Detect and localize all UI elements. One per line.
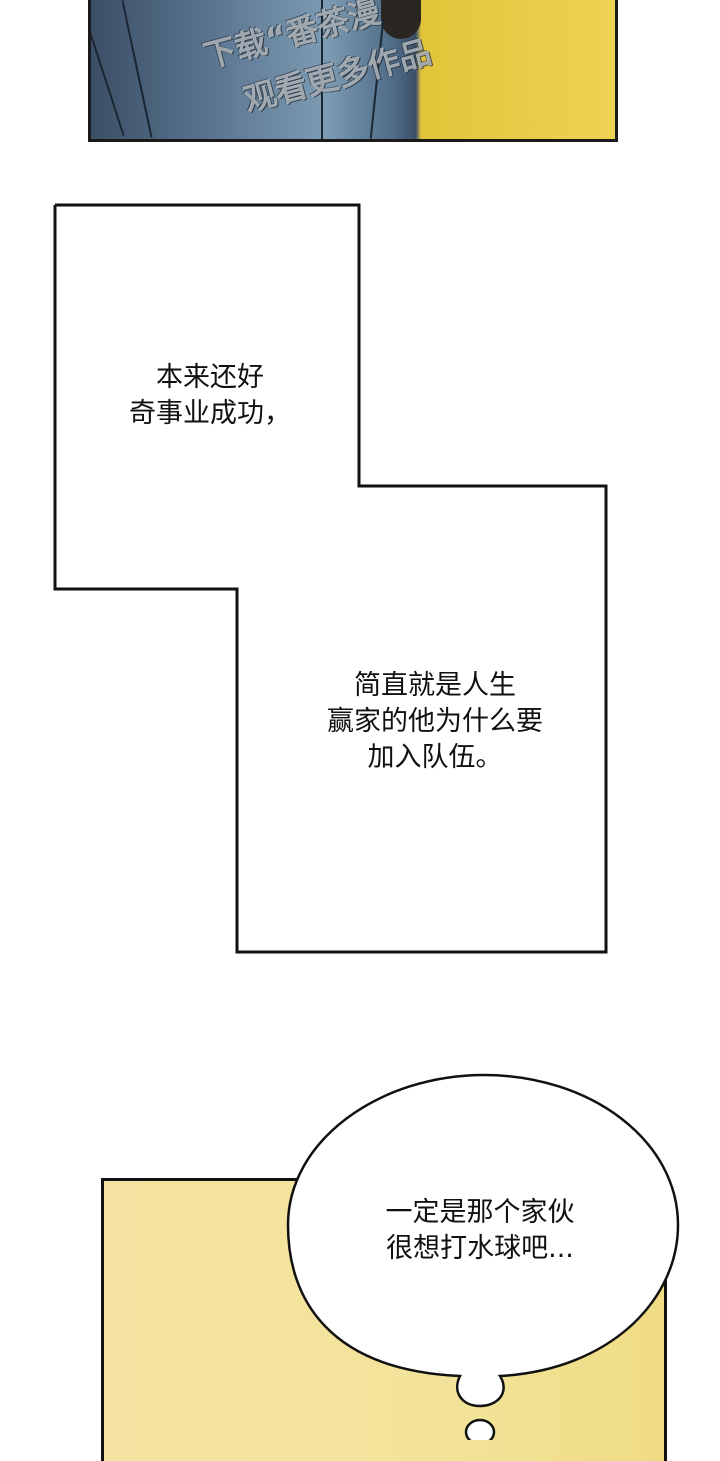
thought-bubble-text: 一定是那个家伙 很想打水球吧... <box>385 1197 575 1264</box>
caption-text-1: 本来还好 奇事业成功， <box>129 362 291 429</box>
comic-panel-top: 下载“番茶漫 观看更多作品 <box>88 0 618 142</box>
caption-box-outlines <box>53 203 608 954</box>
caption-text-2: 简直就是人生 赢家的他为什么要 加入队伍。 <box>327 670 543 773</box>
panel-art-line <box>321 0 323 139</box>
panel-art-shadow <box>381 0 421 39</box>
